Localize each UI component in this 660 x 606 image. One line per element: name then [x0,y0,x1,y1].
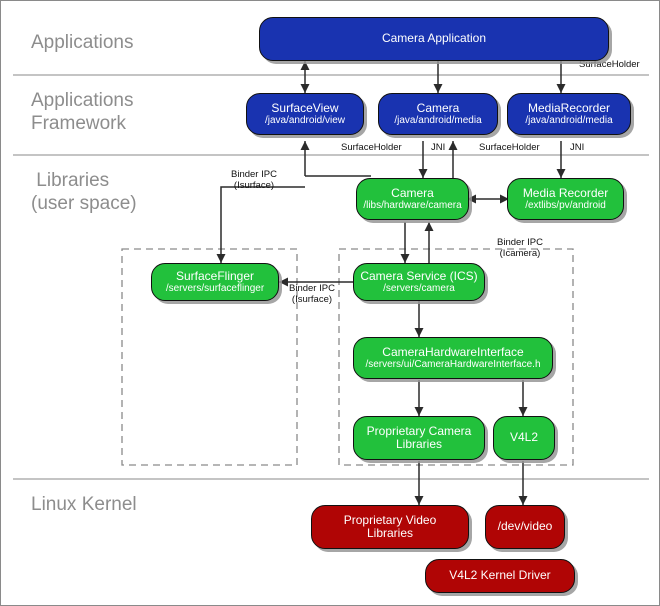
node-proprietary-video-libraries-line2: Libraries [366,526,414,540]
node-camera-service-path: /servers/camera [383,283,455,295]
node-camera-hardware-interface[interactable]: CameraHardwareInterface /servers/ui/Came… [353,337,553,379]
layer-label-linux-kernel: Linux Kernel [31,494,137,515]
node-v4l2-title: V4L2 [509,430,539,445]
node-surfaceflinger[interactable]: SurfaceFlinger /servers/surfaceflinger [151,263,279,301]
node-surfaceflinger-title: SurfaceFlinger [175,268,255,283]
node-media-recorder-lib-title: Media Recorder [522,185,609,200]
layer-label-libraries: Libraries(user space) [31,170,137,214]
node-surfaceview-title: SurfaceView [271,100,339,115]
node-dev-video[interactable]: /dev/video [485,505,565,549]
node-proprietary-video-libraries-title: Proprietary Video [343,512,437,527]
node-proprietary-video-libraries[interactable]: Proprietary Video Libraries [311,505,469,549]
node-surfaceview[interactable]: SurfaceView /java/android/view [246,93,364,135]
node-camera-lib-title: Camera [391,185,434,200]
layer-dividers [13,74,649,480]
node-camera-service[interactable]: Camera Service (ICS) /servers/camera [353,263,485,301]
node-camera-lib[interactable]: Camera /libs/hardware/camera [356,178,469,220]
node-camera-application[interactable]: Camera Application [259,17,609,61]
node-surfaceview-path: /java/android/view [264,115,346,127]
node-camera-java-title: Camera [416,100,460,115]
node-camera-java[interactable]: Camera /java/android/media [378,93,498,135]
node-camera-hardware-interface-title: CameraHardwareInterface [382,344,524,359]
node-dev-video-title: /dev/video [497,519,553,534]
node-proprietary-camera-libraries-title: Proprietary Camera [366,423,472,438]
edge-label-surfaceholder-mediarecorder: SurfaceHolder [479,142,540,153]
layer-label-applications: Applications [31,32,134,53]
node-media-recorder-lib-path: /extlibs/pv/android [525,200,606,212]
edge-label-surfaceholder-camera: SurfaceHolder [341,142,402,153]
edge-label-binder-ipc-isurface-mid: Binder IPC(Isurface) [289,283,335,305]
node-v4l2-kernel-driver-title: V4L2 Kernel Driver [449,568,551,583]
edge-label-jni-camera: JNI [431,142,446,153]
node-proprietary-camera-libraries-line2: Libraries [395,437,443,451]
edge-label-binder-ipc-icamera: Binder IPC(Icamera) [497,237,543,259]
node-mediarecorder-java-title: MediaRecorder [527,100,611,115]
node-mediarecorder-java[interactable]: MediaRecorder /java/android/media [507,93,631,135]
node-camera-lib-path: /libs/hardware/camera [363,200,462,212]
node-camera-hardware-interface-path: /servers/ui/CameraHardwareInterface.h [365,359,541,371]
node-v4l2-kernel-driver[interactable]: V4L2 Kernel Driver [425,559,575,593]
edge-label-binder-ipc-isurface-top: Binder IPC(Isurface) [231,169,277,191]
node-media-recorder-lib[interactable]: Media Recorder /extlibs/pv/android [507,178,624,220]
node-proprietary-camera-libraries[interactable]: Proprietary Camera Libraries [353,416,485,460]
node-v4l2[interactable]: V4L2 [493,416,555,460]
node-surfaceflinger-path: /servers/surfaceflinger [165,283,265,295]
node-camera-application-title: Camera Application [381,31,487,46]
node-camera-java-path: /java/android/media [394,115,482,127]
node-camera-service-title: Camera Service (ICS) [360,268,478,283]
node-mediarecorder-java-path: /java/android/media [525,115,613,127]
edge-label-jni-mediarecorder: JNI [570,142,585,153]
edge-label-surfaceholder-app: SurfaceHolder [579,59,640,70]
